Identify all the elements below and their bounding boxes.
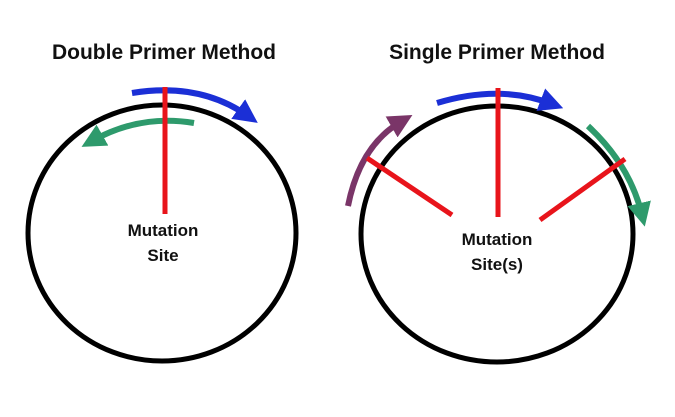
panel-title: Double Primer Method <box>52 41 276 64</box>
single-primer-panel: Single Primer Method Mutation Site(s) <box>345 41 651 365</box>
plasmid-circle <box>25 102 299 364</box>
mutation-label-line2: Site <box>147 246 178 265</box>
primer-arrow-green <box>585 123 651 227</box>
primer-arrow-purple <box>345 115 413 207</box>
reverse-primer-arrow <box>81 117 195 147</box>
mutation-label: Mutation <box>462 230 533 249</box>
panel-title: Single Primer Method <box>389 41 605 64</box>
mutation-label-line2: Site(s) <box>471 255 523 274</box>
primer-arrow-blue <box>436 88 564 111</box>
mutation-label: Mutation <box>128 221 199 240</box>
double-primer-panel: Double Primer Method Mutation Site <box>25 41 299 364</box>
mutation-site-marker <box>365 155 454 218</box>
mutation-site-marker <box>538 156 627 223</box>
forward-primer-arrow <box>131 87 258 123</box>
